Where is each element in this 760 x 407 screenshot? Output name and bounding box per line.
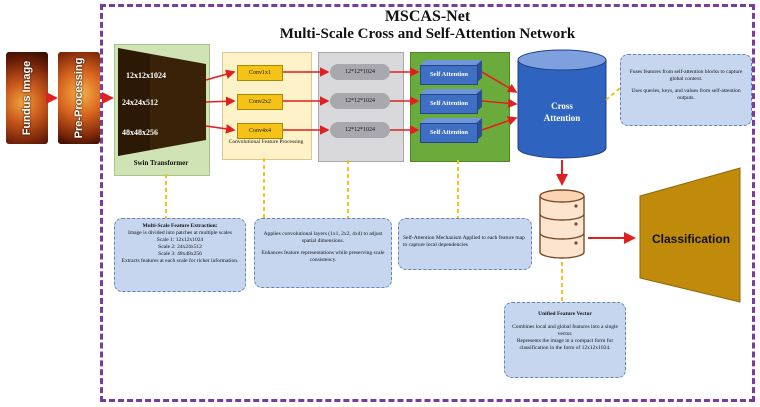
note-multiscale-line5: Scale 3: 48x48x256 [158,251,202,257]
note-conv-line1: Applies convolutional layers (1x1, 2x2, … [263,231,383,244]
note-multiscale-line3: Scale 1: 12x12x1024 [156,237,204,243]
conv-processing-label: Convolutional Feature Processing [228,139,304,145]
arrow-sa2-to-cross [481,98,518,109]
pipeline-frame [100,4,755,402]
note-unified-line2: Combines local and global features into … [512,324,618,337]
note-conv-line2: Enhances feature representations while p… [261,250,385,263]
note-multiscale-line6: Extracts features at each scale for rich… [121,258,239,264]
note-multiscale-line4: Scale 2: 24x24x512 [158,244,202,250]
self-attention-2: Self Attention [420,94,478,114]
preprocessing-image: Pre-Processing [58,52,100,144]
diagram-subtitle: Multi-Scale Cross and Self-Attention Net… [279,26,576,42]
note-cross-attention: Fuses features from self-attention block… [620,54,752,126]
note-unified-vector: Unified Feature Vector Combines local an… [504,302,626,378]
arrow-swin-to-conv2 [205,96,236,107]
feature-map-3: 12*12*1024 [330,122,390,138]
self-attention-1: Self Attention [420,65,478,85]
note-cross-line1: Fuses features from self-attention block… [629,69,743,82]
note-cross-line2: Uses queries, keys, and values from self… [631,88,741,101]
classification-label: Classification [652,232,731,246]
arrow-swin-to-conv3 [205,124,236,134]
sa1-top [420,60,482,65]
conv2x2-box: Conv2x2 [237,94,283,110]
cross-attention-label: Cross Attention [518,100,606,124]
swin-scale-1: 12x12x1024 [126,71,166,80]
note-unified-line1: Unified Feature Vector [538,311,592,317]
conv1x1-box: Conv1x1 [237,65,283,81]
arrow-swin-to-conv1 [205,69,236,81]
feature-map-1: 12*12*1024 [330,64,390,80]
cross-attention-line1: Cross [551,101,573,111]
sa2-top [420,89,482,94]
swin-scale-3: 48x48x256 [122,128,158,137]
diagram-title: MSCAS-Net [384,8,471,25]
cross-attention-line2: Attention [543,113,581,123]
arrow-sa1-to-cross [481,71,518,93]
swin-shading [118,48,150,156]
conv4x4-box: Conv4x4 [237,123,283,139]
sa3-top [420,118,482,123]
swin-scale-2: 24x24x512 [122,98,158,107]
self-attention-3: Self Attention [420,123,478,143]
connector-cross-note [605,87,621,101]
note-conv: Applies convolutional layers (1x1, 2x2, … [254,218,392,288]
cross-attention-cylinder [517,60,607,159]
cross-attention-top [517,49,607,71]
note-multiscale-line2: Image is divided into patches at multipl… [127,230,232,236]
arrow-sa3-to-cross [481,116,518,131]
classification-shape [639,167,741,303]
note-self-attention: Self-Attention Mechanism Applied to each… [398,218,532,270]
fundus-image: Fundus Image [6,52,48,144]
note-multiscale-line1: Multi-Scale Feature Extraction: [142,223,218,229]
swin-transformer-label: Swin Transformer [133,159,189,167]
note-multiscale: Multi-Scale Feature Extraction: Image is… [114,218,246,292]
feature-map-2: 12*12*1024 [330,93,390,109]
note-self-attention-text: Self-Attention Mechanism Applied to each… [403,235,525,248]
database-icon [539,189,585,259]
note-unified-line3: Represents the image in a compact form f… [516,338,614,351]
